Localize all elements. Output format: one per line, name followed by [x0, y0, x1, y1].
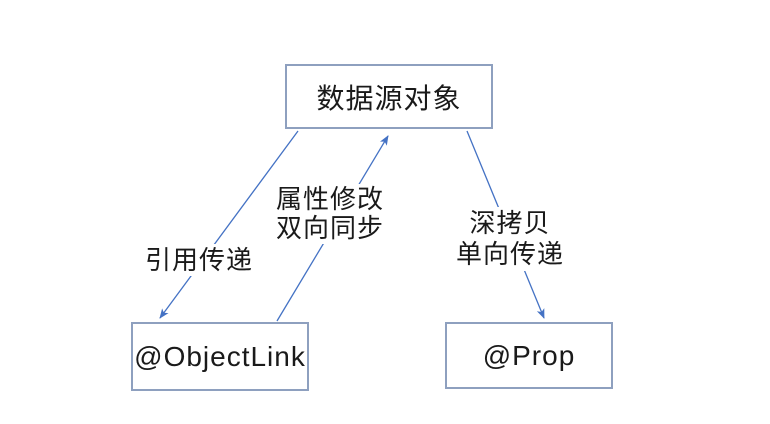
edge-label-sync-line2: 双向同步	[275, 213, 384, 243]
node-data-source-label: 数据源对象	[316, 82, 462, 114]
edge-label-deepcopy-line1: 深拷贝	[469, 208, 551, 238]
edge-label-reference-line1: 引用传递	[145, 245, 254, 275]
edge-label-sync-line1: 属性修改	[275, 184, 384, 214]
edge-reference-arrow	[159, 130, 299, 319]
node-objectlink: @ObjectLink	[131, 322, 309, 391]
node-prop: @Prop	[445, 322, 613, 389]
node-objectlink-label: @ObjectLink	[134, 340, 306, 372]
edge-label-reference: 引用传递	[142, 244, 257, 276]
edge-label-sync: 属性修改 双向同步	[268, 184, 392, 244]
node-prop-label: @Prop	[482, 339, 576, 371]
node-data-source: 数据源对象	[285, 64, 493, 129]
edge-label-deepcopy-line2: 单向传递	[455, 239, 564, 269]
edge-label-deepcopy: 深拷贝 单向传递	[441, 207, 579, 271]
